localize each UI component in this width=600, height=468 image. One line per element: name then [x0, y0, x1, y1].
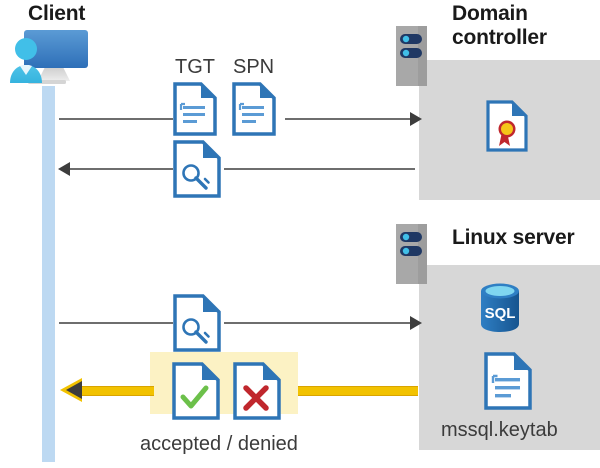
denied-document-icon	[233, 362, 281, 420]
flow-3-line-left	[59, 322, 173, 324]
svg-text:SQL: SQL	[485, 305, 516, 322]
flow-2-arrowhead-icon	[58, 162, 70, 176]
ticket-key-document-icon	[173, 140, 221, 198]
accepted-document-icon	[172, 362, 220, 420]
tgt-label: TGT	[175, 56, 215, 78]
service-ticket-document-icon	[173, 294, 221, 352]
flow-3-arrowhead-icon	[410, 316, 422, 330]
client-user-monitor-icon	[6, 28, 96, 90]
flow-4-line-left	[80, 386, 154, 396]
linux-server-server-rack-icon	[396, 224, 427, 284]
accepted-denied-label: accepted / denied	[140, 433, 298, 455]
linux-server-title: Linux server	[452, 226, 575, 249]
spn-document-icon	[232, 82, 276, 136]
keytab-document-icon	[484, 352, 532, 410]
flow-2-line-left	[68, 168, 173, 170]
sql-database-icon: SQL	[476, 281, 524, 335]
flow-1-arrowhead-icon	[410, 112, 422, 126]
flow-4-arrowhead-inner-icon	[66, 381, 82, 399]
flow-1-line-right	[285, 118, 415, 120]
flow-3-line-right	[224, 322, 415, 324]
domain-controller-title: Domain controller	[452, 2, 547, 50]
flow-4-line-right	[298, 386, 418, 396]
client-lifeline	[42, 86, 55, 462]
spn-label: SPN	[233, 56, 275, 78]
client-title: Client	[28, 2, 86, 25]
flow-1-line-left	[59, 118, 173, 120]
certificate-document-icon	[486, 100, 528, 152]
tgt-document-icon	[173, 82, 217, 136]
keytab-label: mssql.keytab	[441, 419, 558, 441]
domain-controller-server-rack-icon	[396, 26, 427, 86]
flow-2-line-right	[224, 168, 415, 170]
